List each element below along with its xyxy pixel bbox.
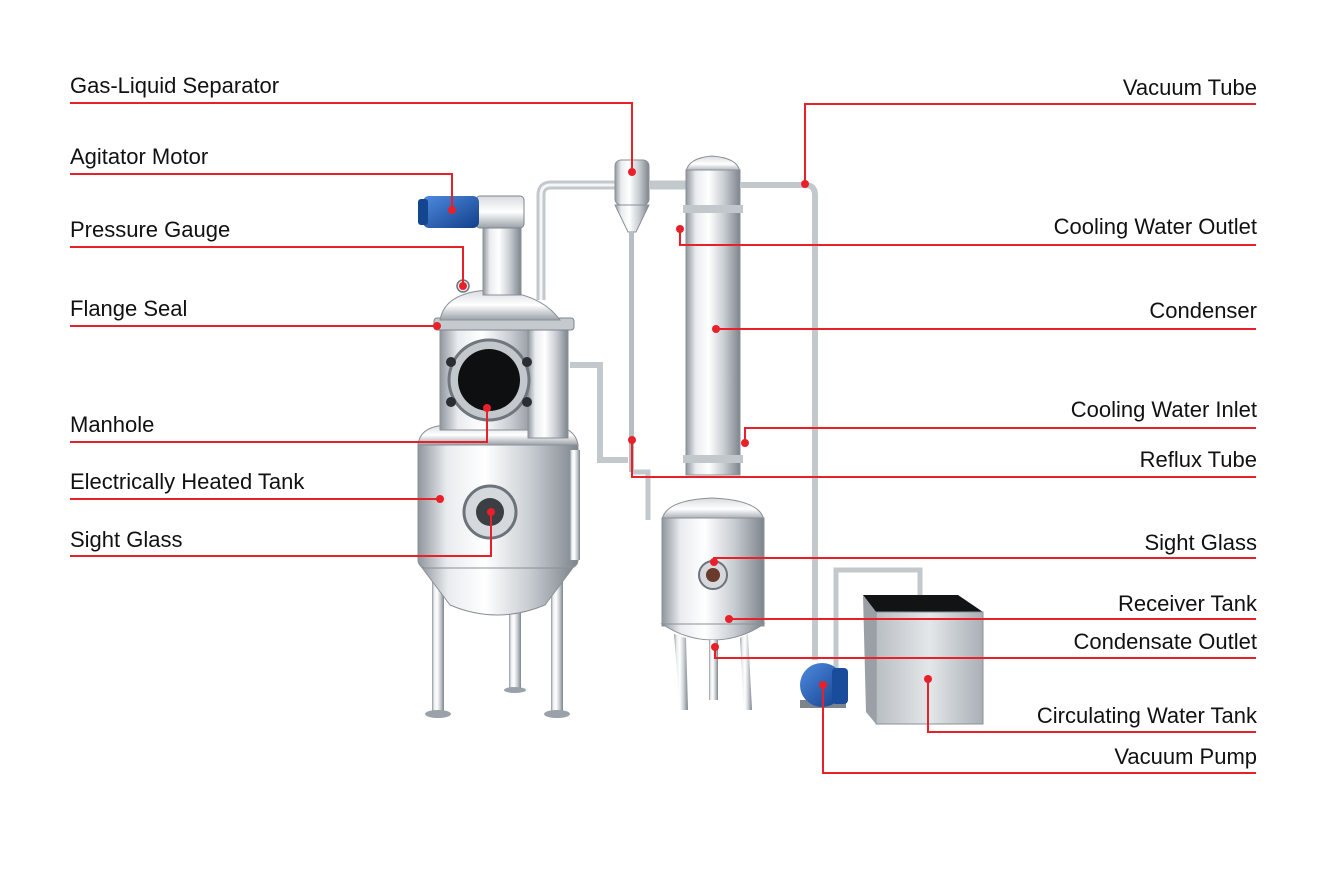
circulating-water-tank-side <box>863 595 876 724</box>
leader-manhole-dot <box>483 404 491 412</box>
label-receiver-tank: Receiver Tank <box>1118 591 1257 616</box>
leader-sight-glass-right-dot <box>710 558 718 566</box>
manhole-window <box>458 349 520 411</box>
leader-sight-glass-left <box>70 512 492 557</box>
leader-circulating-water-tank <box>927 679 1256 733</box>
manhole-clamp <box>522 357 532 367</box>
label-pressure-gauge: Pressure Gauge <box>70 217 231 242</box>
label-circulating-water-tank: Circulating Water Tank <box>1036 703 1257 728</box>
tank-leg <box>509 600 521 690</box>
leader-reflux-tube-dot <box>628 436 636 444</box>
leader-lines <box>70 102 1256 774</box>
label-cooling-water-outlet: Cooling Water Outlet <box>1053 214 1257 239</box>
label-vacuum-tube: Vacuum Tube <box>1122 75 1257 100</box>
condenser-column <box>685 169 741 476</box>
gearbox <box>475 195 525 229</box>
leader-condenser-dot <box>712 325 720 333</box>
leader-vacuum-pump-dot <box>819 681 827 689</box>
label-cooling-water-inlet: Cooling Water Inlet <box>1070 397 1257 422</box>
leader-agitator-motor <box>70 173 453 210</box>
leader-reflux-tube <box>631 440 1256 478</box>
leader-cooling-water-inlet <box>744 427 1256 443</box>
water-tank-lid <box>863 595 983 612</box>
receiver-tank-top <box>661 497 765 521</box>
tank-foot <box>504 687 526 693</box>
tank-foot <box>425 710 451 718</box>
heated-tank-assembly <box>417 180 628 718</box>
manhole-clamp <box>522 397 532 407</box>
leader-gas-liquid-separator <box>70 102 633 172</box>
leader-manhole <box>70 408 488 443</box>
vapor-pipe <box>536 180 615 300</box>
manhole-clamp <box>446 397 456 407</box>
leader-gas-liquid-separator-dot <box>628 168 636 176</box>
leader-circulating-water-tank-dot <box>924 675 932 683</box>
condenser-top <box>685 155 741 173</box>
leader-condensate-outlet-dot <box>711 643 719 651</box>
tank-leg <box>551 580 563 712</box>
leader-agitator-motor-dot <box>448 206 456 214</box>
separator-assembly <box>614 159 690 472</box>
label-gas-liquid-separator: Gas-Liquid Separator <box>70 73 280 98</box>
vapor-pipe-highlight <box>539 183 615 300</box>
motor-fan-cover <box>418 199 428 225</box>
receiver-sight-glass-window <box>706 568 720 582</box>
leader-flange-seal-dot <box>433 322 441 330</box>
return-pipe <box>570 362 628 463</box>
leader-receiver-tank-dot <box>725 615 733 623</box>
label-manhole: Manhole <box>70 412 155 437</box>
leader-cooling-water-inlet-dot <box>741 439 749 447</box>
label-reflux-tube: Reflux Tube <box>1139 447 1257 472</box>
condenser-band <box>683 205 743 213</box>
upper-shell-side <box>527 317 569 439</box>
receiver-leg <box>674 634 688 710</box>
reflux-tube <box>629 232 634 472</box>
leader-pressure-gauge-dot <box>459 282 467 290</box>
label-electrically-heated-tank: Electrically Heated Tank <box>70 469 305 494</box>
leader-sight-glass-left-dot <box>487 508 495 516</box>
label-condensate-outlet: Condensate Outlet <box>1073 629 1257 654</box>
condenser-band <box>683 455 743 463</box>
agitator-stand <box>482 224 522 296</box>
leader-vacuum-tube <box>804 103 1256 184</box>
label-flange-seal: Flange Seal <box>70 296 188 321</box>
pump-and-water-tank <box>800 567 984 725</box>
label-agitator-motor: Agitator Motor <box>70 144 209 169</box>
leader-cooling-water-outlet-dot <box>676 225 684 233</box>
jacket-pipe <box>570 450 580 560</box>
label-condenser: Condenser <box>1149 298 1257 323</box>
tank-bottom-cone <box>419 564 576 616</box>
tank-leg <box>432 580 444 712</box>
vacuum-pump-motor <box>832 668 848 704</box>
leader-electrically-heated-tank-dot <box>436 495 444 503</box>
reflux-return-pipe <box>631 469 651 520</box>
leader-vacuum-tube-dot <box>801 180 809 188</box>
receiver-leg <box>709 640 718 700</box>
condenser-assembly <box>631 155 818 710</box>
leader-sight-glass-right <box>713 557 1256 562</box>
label-sight-glass-left: Sight Glass <box>70 527 183 552</box>
leader-cooling-water-outlet <box>679 229 1256 246</box>
leader-vacuum-pump <box>822 685 1256 774</box>
label-vacuum-pump: Vacuum Pump <box>1114 744 1257 769</box>
label-sight-glass-right: Sight Glass <box>1144 530 1258 555</box>
receiver-leg <box>740 634 752 710</box>
separator-cone <box>614 204 650 233</box>
leader-pressure-gauge <box>70 246 464 286</box>
leader-dots <box>433 168 932 689</box>
manhole-clamp <box>446 357 456 367</box>
tank-foot <box>544 710 570 718</box>
circulating-water-tank-body <box>875 611 984 725</box>
